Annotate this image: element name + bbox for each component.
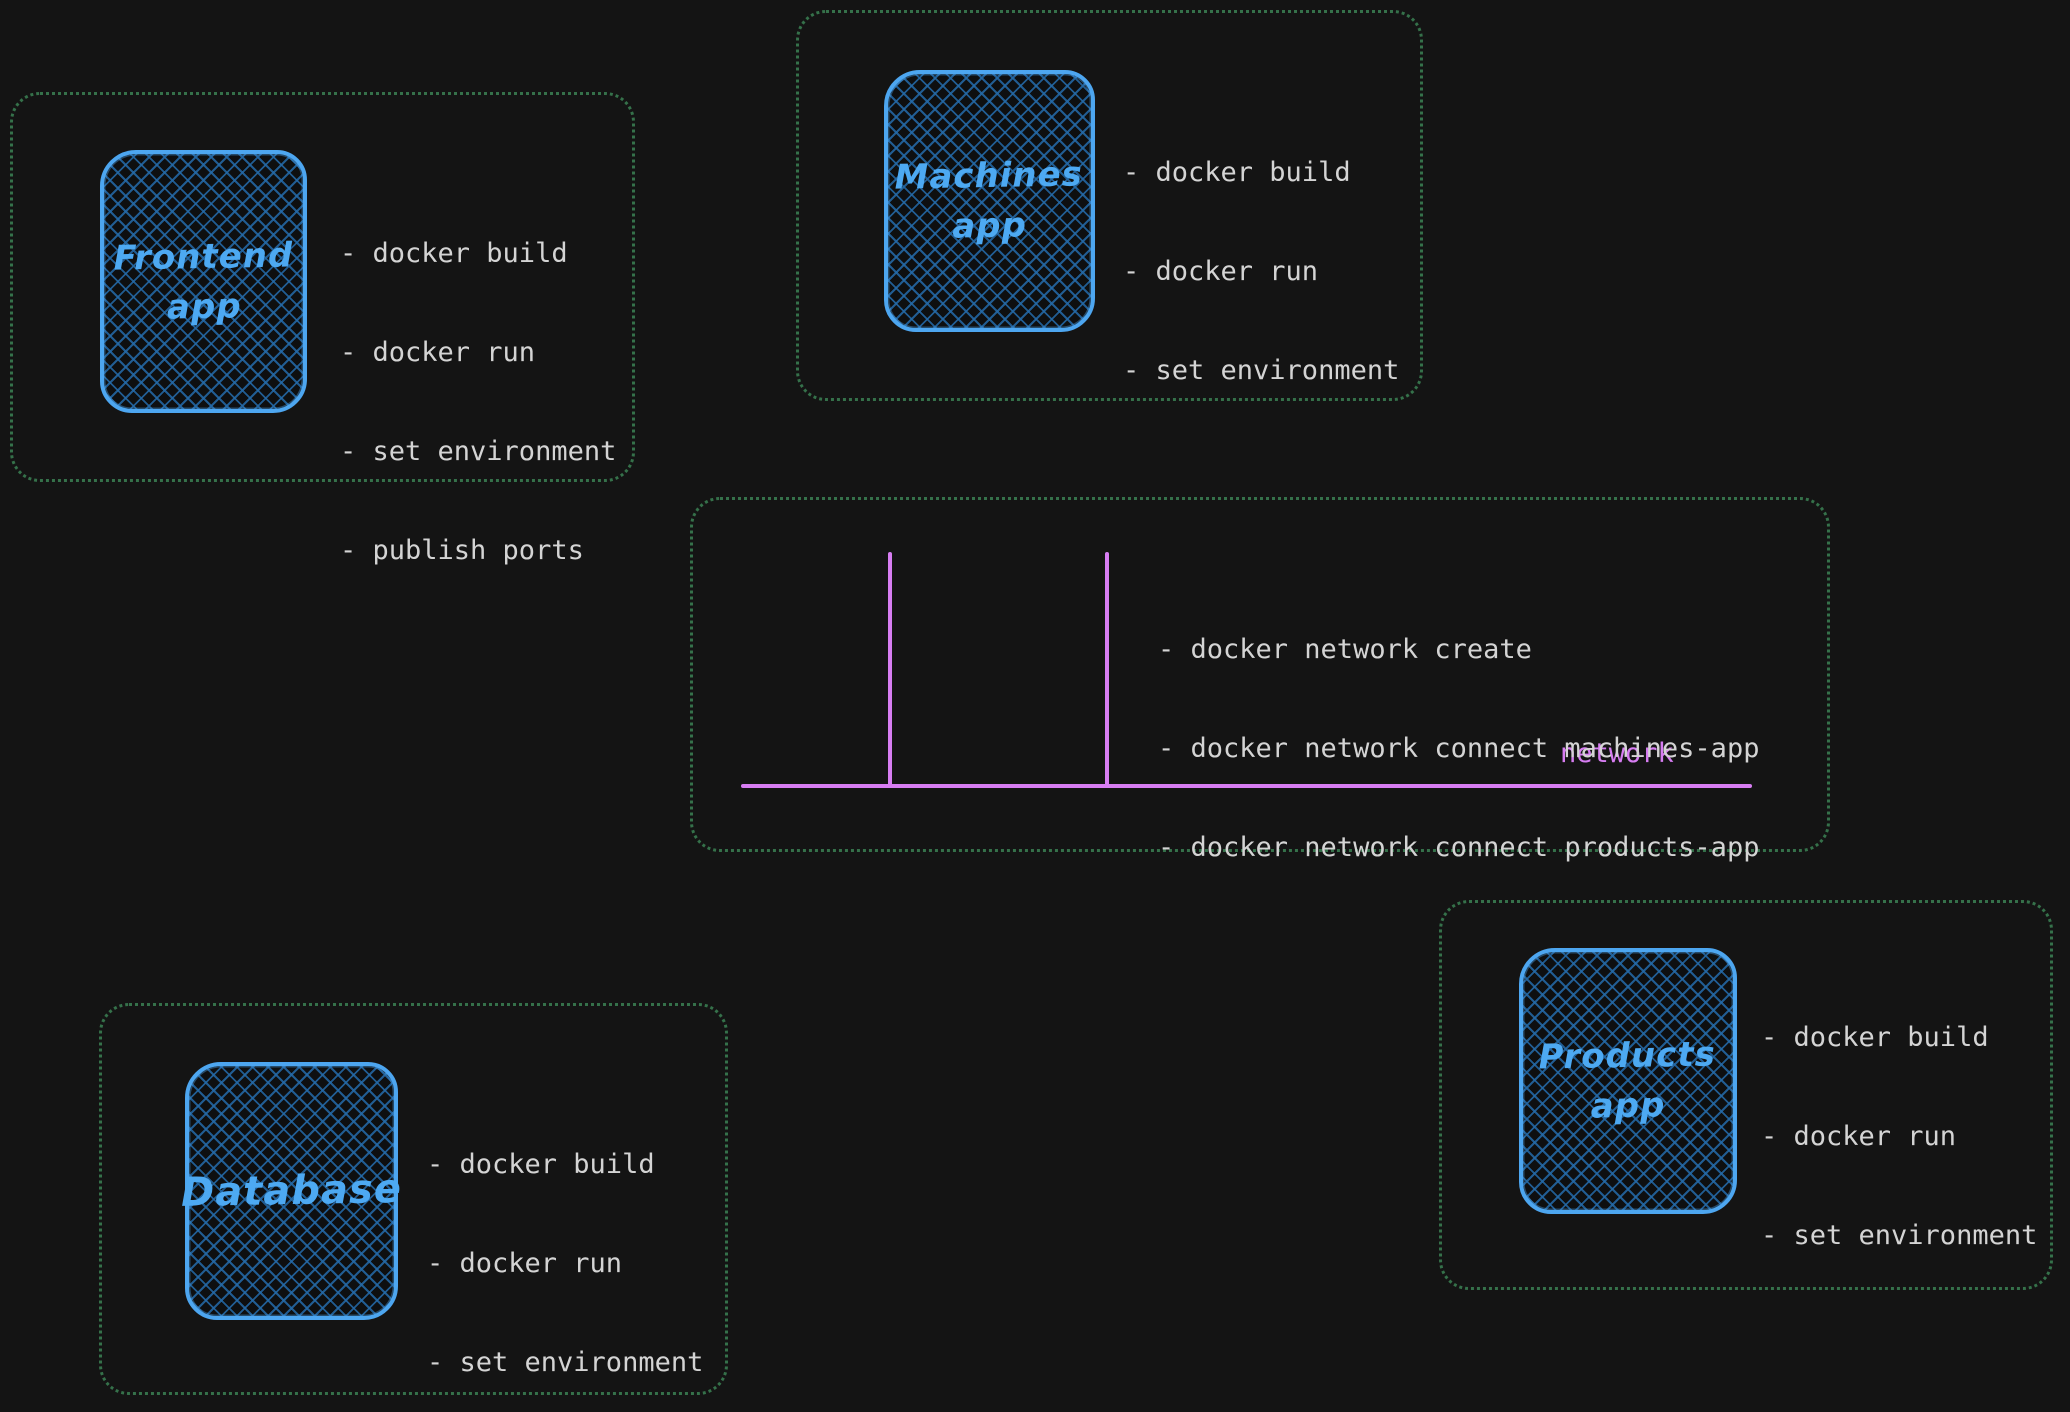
network-group-frame[interactable] <box>690 497 1830 852</box>
machines-group-frame[interactable] <box>796 10 1423 401</box>
note-line: - docker build <box>427 1149 655 1180</box>
frontend-container[interactable]: Frontend app <box>100 150 307 413</box>
machines-container[interactable]: Machines app <box>884 70 1095 332</box>
note-line: - docker build <box>1761 1022 1989 1053</box>
frontend-group-frame[interactable] <box>10 92 635 482</box>
note-line: - set environment <box>1761 1220 2038 1251</box>
frontend-notes[interactable]: - docker build - docker run - set enviro… <box>340 171 616 600</box>
network-drop-line-2[interactable] <box>1105 552 1109 788</box>
machines-label-line2: app <box>952 205 1028 247</box>
note-line: - docker network connect products-app <box>1158 832 1760 863</box>
note-line: - set environment <box>1123 355 1400 386</box>
database-label-line1: Database <box>180 1166 403 1216</box>
note-line: - docker run <box>427 1248 623 1279</box>
note-line: - set environment <box>427 1347 704 1378</box>
note-line: - docker network connect machines-app <box>1158 733 1760 764</box>
network-notes[interactable]: - docker network create - docker network… <box>1158 567 1759 897</box>
note-line: - docker build <box>1123 157 1351 188</box>
note-line: - publish ports <box>340 535 584 566</box>
products-group-frame[interactable] <box>1439 900 2053 1290</box>
note-line: - docker network create <box>1158 634 1532 665</box>
database-container-label: Database <box>181 1164 403 1218</box>
database-notes[interactable]: - docker build - docker run - set enviro… <box>427 1082 703 1412</box>
database-group-frame[interactable] <box>99 1003 728 1395</box>
frontend-label-line1: Frontend <box>112 234 294 279</box>
database-container[interactable]: Database <box>181 1062 402 1320</box>
machines-notes[interactable]: - docker build - docker run - set enviro… <box>1123 90 1399 420</box>
network-bus-line[interactable] <box>741 784 1752 788</box>
products-container[interactable]: Products app <box>1519 948 1737 1214</box>
products-container-label: Products app <box>1539 1029 1718 1132</box>
network-label[interactable]: network <box>1560 738 1674 769</box>
note-line: - docker run <box>1123 256 1319 287</box>
frontend-container-label: Frontend app <box>113 230 294 333</box>
products-label-line1: Products <box>1538 1034 1717 1078</box>
network-drop-line-1[interactable] <box>888 552 892 788</box>
products-notes[interactable]: - docker build - docker run - set enviro… <box>1761 955 2037 1285</box>
machines-container-label: Machines app <box>894 149 1084 252</box>
note-line: - docker run <box>1761 1121 1957 1152</box>
frontend-label-line2: app <box>166 285 242 328</box>
machines-label-line1: Machines <box>894 154 1084 198</box>
note-line: - docker build <box>340 238 568 269</box>
note-line: - set environment <box>340 436 617 467</box>
note-line: - docker run <box>340 337 536 368</box>
products-label-line2: app <box>1590 1085 1667 1127</box>
